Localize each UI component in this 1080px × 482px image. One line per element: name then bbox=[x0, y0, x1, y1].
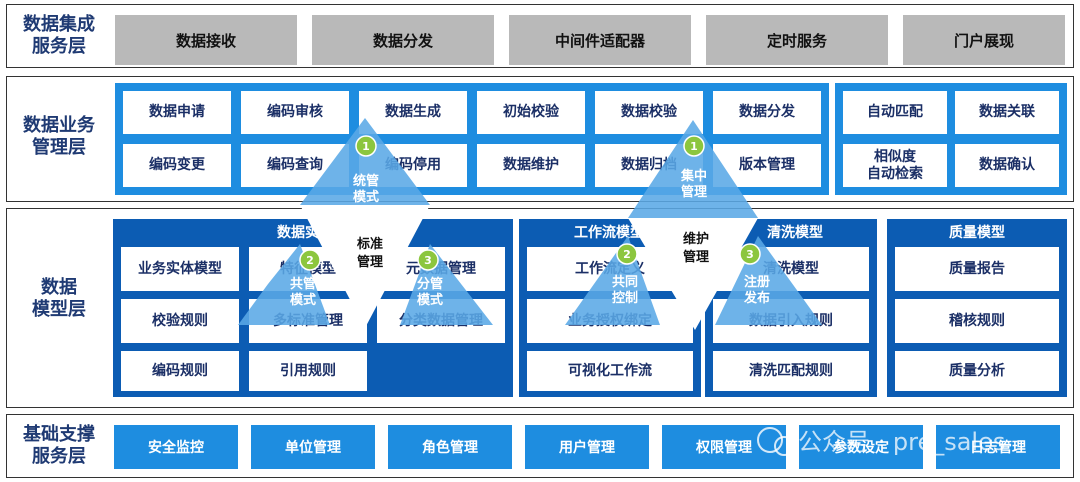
model-cell-visual-workflow[interactable]: 可视化工作流 bbox=[527, 351, 693, 391]
biz-cell-distribute[interactable]: 数据分发 bbox=[713, 91, 821, 134]
support-item-permission[interactable]: 权限管理 bbox=[662, 425, 786, 469]
triangle-left-br bbox=[400, 244, 493, 325]
biz-cell-initial-check[interactable]: 初始校验 bbox=[477, 91, 585, 134]
model-panel-quality-title: 质量模型 bbox=[949, 225, 1005, 241]
biz-cell-code-change[interactable]: 编码变更 bbox=[123, 144, 231, 187]
label-right-center-line1: 维护 bbox=[683, 231, 709, 247]
integration-layer: 数据集成 服务层 数据接收 数据分发 中间件适配器 定时服务 门户展现 bbox=[6, 4, 1074, 68]
label-right-1-line1: 集中 bbox=[680, 168, 707, 184]
model-panel-workflow-title: 工作流模型 bbox=[574, 225, 644, 241]
triangle-right-bl bbox=[565, 236, 660, 325]
integration-item-middleware[interactable]: 中间件适配器 bbox=[509, 15, 691, 65]
support-item-params[interactable]: 参数设定 bbox=[799, 425, 923, 469]
biz-cell-maintain[interactable]: 数据维护 bbox=[477, 144, 585, 187]
biz-cell-code-review[interactable]: 编码审核 bbox=[241, 91, 349, 134]
badge-left-3-num: 3 bbox=[424, 254, 432, 267]
label-right-1-line2: 管理 bbox=[681, 184, 707, 200]
label-left-3-line2: 模式 bbox=[417, 292, 443, 308]
label-right-2-line1: 共同 bbox=[612, 274, 638, 290]
business-layer-title: 数据业务 管理层 bbox=[23, 115, 95, 158]
biz-cell-generate[interactable]: 数据生成 bbox=[359, 91, 467, 134]
badge-right-2-num: 2 bbox=[623, 248, 631, 261]
label-left-2-line1: 共管 bbox=[290, 276, 316, 292]
label-left-1-line1: 统管 bbox=[353, 173, 379, 189]
badge-left-1-num: 1 bbox=[362, 140, 370, 153]
biz-cell-data-link[interactable]: 数据关联 bbox=[955, 91, 1059, 134]
support-layer-title: 基础支撑 服务层 bbox=[23, 424, 95, 467]
watermark-text: 公众号 · pre_sales bbox=[798, 428, 1005, 456]
support-item-log[interactable]: 日志管理 bbox=[936, 425, 1060, 469]
label-right-2-line2: 控制 bbox=[612, 290, 638, 306]
integration-item-receive[interactable]: 数据接收 bbox=[115, 15, 297, 65]
badge-left-1 bbox=[355, 135, 377, 157]
badge-left-2-num: 2 bbox=[306, 254, 314, 267]
integration-layer-title: 数据集成 服务层 bbox=[23, 14, 95, 57]
badge-right-3-num: 3 bbox=[746, 248, 754, 261]
biz-cell-data-confirm[interactable]: 数据确认 bbox=[955, 144, 1059, 187]
label-left-center-line2: 管理 bbox=[357, 254, 383, 270]
badge-left-3 bbox=[417, 249, 439, 271]
triangle-left-top bbox=[300, 118, 430, 205]
label-left-center-line1: 标准 bbox=[356, 236, 383, 252]
label-right-3-line1: 注册 bbox=[744, 274, 770, 290]
triangle-left-center bbox=[300, 205, 430, 328]
badge-right-3 bbox=[739, 243, 761, 265]
triangle-group-left: 1 统管 模式 2 共管 模式 3 分管 模式 标准 管理 bbox=[238, 118, 493, 328]
model-panel-data-title: 数据实 bbox=[277, 225, 319, 241]
biz-cell-apply[interactable]: 数据申请 bbox=[123, 91, 231, 134]
model-cell-quality-report[interactable]: 质量报告 bbox=[895, 247, 1059, 291]
model-cell-quality-analysis[interactable]: 质量分析 bbox=[895, 351, 1059, 391]
business-layer: 数据业务 管理层 数据申请 编码审核 数据生成 初始校验 数据校验 数据分发 编… bbox=[6, 76, 1074, 202]
model-cell-entity[interactable]: 业务实体模型 bbox=[121, 247, 239, 291]
support-item-unit[interactable]: 单位管理 bbox=[251, 425, 375, 469]
model-cell-cleanse-match[interactable]: 清洗匹配规则 bbox=[713, 351, 869, 391]
support-item-user[interactable]: 用户管理 bbox=[525, 425, 649, 469]
integration-item-distribute[interactable]: 数据分发 bbox=[312, 15, 494, 65]
integration-item-timer[interactable]: 定时服务 bbox=[706, 15, 888, 65]
label-left-1-line2: 模式 bbox=[353, 189, 379, 205]
label-right-center-line2: 管理 bbox=[683, 249, 709, 265]
biz-cell-data-check[interactable]: 数据校验 bbox=[595, 91, 703, 134]
model-cell-code-rule[interactable]: 编码规则 bbox=[121, 351, 239, 391]
model-cell-reference-rule[interactable]: 引用规则 bbox=[249, 351, 367, 391]
triangle-right-center bbox=[628, 218, 758, 330]
model-layer-title: 数据 模型层 bbox=[32, 277, 86, 320]
business-main-panel: 数据申请 编码审核 数据生成 初始校验 数据校验 数据分发 编码变更 编码查询 … bbox=[115, 83, 829, 195]
watermark: 公众号 · pre_sales bbox=[757, 427, 1005, 456]
biz-cell-similarity-search[interactable]: 相似度 自动检索 bbox=[843, 144, 947, 187]
biz-cell-version[interactable]: 版本管理 bbox=[713, 144, 821, 187]
badge-right-2 bbox=[616, 243, 638, 265]
biz-cell-auto-match[interactable]: 自动匹配 bbox=[843, 91, 947, 134]
model-panel-cleanse-title: 清洗模型 bbox=[767, 225, 823, 241]
support-item-role[interactable]: 角色管理 bbox=[388, 425, 512, 469]
model-cell-check-rule[interactable]: 校验规则 bbox=[121, 299, 239, 343]
wechat-icon bbox=[757, 427, 783, 453]
label-left-3-line1: 分管 bbox=[417, 276, 443, 292]
business-match-panel: 自动匹配 数据关联 相似度 自动检索 数据确认 bbox=[835, 83, 1067, 195]
label-left-2-line2: 模式 bbox=[290, 292, 316, 308]
badge-left-2 bbox=[299, 249, 321, 271]
triangle-group-right: 1 集中 管理 2 共同 控制 3 注册 发布 维护 管理 bbox=[565, 120, 822, 330]
triangle-right-top bbox=[628, 120, 758, 218]
support-item-security[interactable]: 安全监控 bbox=[114, 425, 238, 469]
wechat-icon-small bbox=[774, 436, 794, 456]
badge-right-1 bbox=[683, 135, 705, 157]
triangle-right-br bbox=[715, 236, 822, 325]
badge-right-1-num: 1 bbox=[690, 140, 698, 153]
integration-item-portal[interactable]: 门户展现 bbox=[903, 15, 1065, 65]
model-cell-audit-rule[interactable]: 稽核规则 bbox=[895, 299, 1059, 343]
label-right-3-line2: 发布 bbox=[743, 290, 770, 306]
model-panel-quality: 质量模型 质量报告 稽核规则 质量分析 bbox=[887, 219, 1067, 397]
